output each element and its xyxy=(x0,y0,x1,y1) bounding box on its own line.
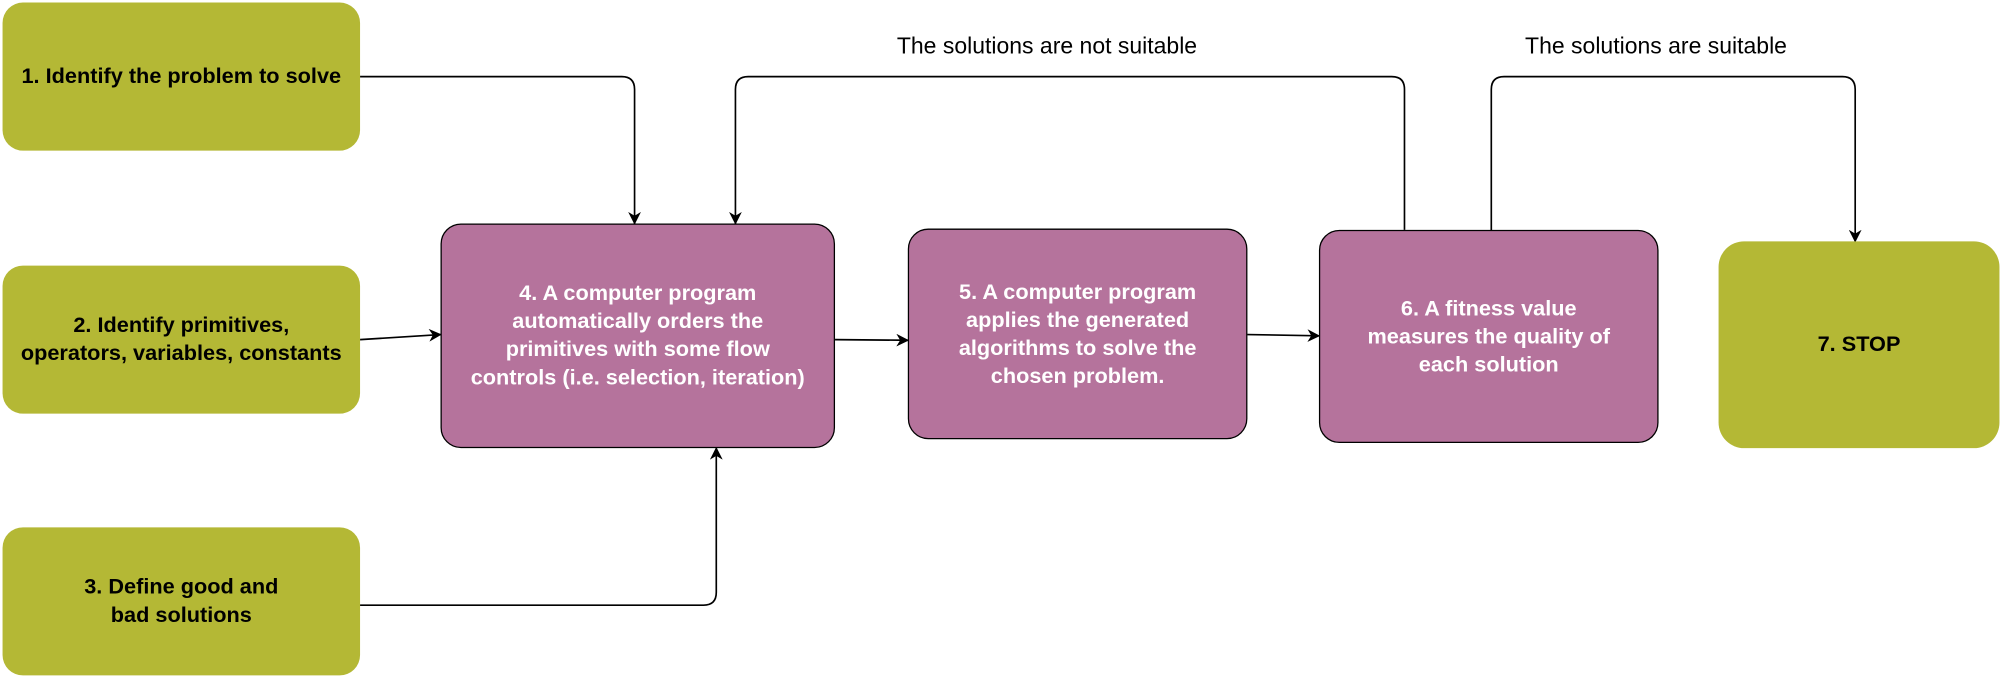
edge-5-to-6 xyxy=(1247,329,1321,342)
step-3-define-solutions[interactable]: 3. Define good and bad solutions xyxy=(2,527,361,676)
edge-4-to-5 xyxy=(835,333,910,347)
edge-3-to-4 xyxy=(360,446,723,607)
edge-2-to-4 xyxy=(360,328,442,342)
edge-1-to-4 xyxy=(360,75,641,225)
step-7-text: 7. STOP xyxy=(1817,331,1901,357)
step-2-text: 2. Identify primitives, operators, varia… xyxy=(20,312,342,366)
step-1-text: 1. Identify the problem to solve xyxy=(21,63,342,89)
step-3-text: 3. Define good and bad solutions xyxy=(84,574,279,627)
step-4-order-primitives[interactable]: 4. A computer program automatically orde… xyxy=(440,223,836,449)
step-1-identify-problem[interactable]: 1. Identify the problem to solve xyxy=(2,2,361,151)
step-2-identify-primitives[interactable]: 2. Identify primitives, operators, varia… xyxy=(2,265,361,414)
step-6-fitness-value[interactable]: 6. A fitness value measures the quality … xyxy=(1318,229,1659,444)
edge-6-to-7 xyxy=(1490,75,1862,243)
step-5-apply-algorithms[interactable]: 5. A computer program applies the genera… xyxy=(907,228,1248,440)
label-not-suitable: The solutions are not suitable xyxy=(896,33,1198,59)
step-7-stop[interactable]: 7. STOP xyxy=(1718,241,2000,449)
step-5-text: 5. A computer program applies the genera… xyxy=(958,278,1197,388)
edge-6-loop-to-4 xyxy=(729,75,1406,230)
step-4-text: 4. A computer program automatically orde… xyxy=(470,280,805,390)
label-suitable: The solutions are suitable xyxy=(1525,33,1787,59)
step-6-text: 6. A fitness value measures the quality … xyxy=(1367,295,1610,377)
